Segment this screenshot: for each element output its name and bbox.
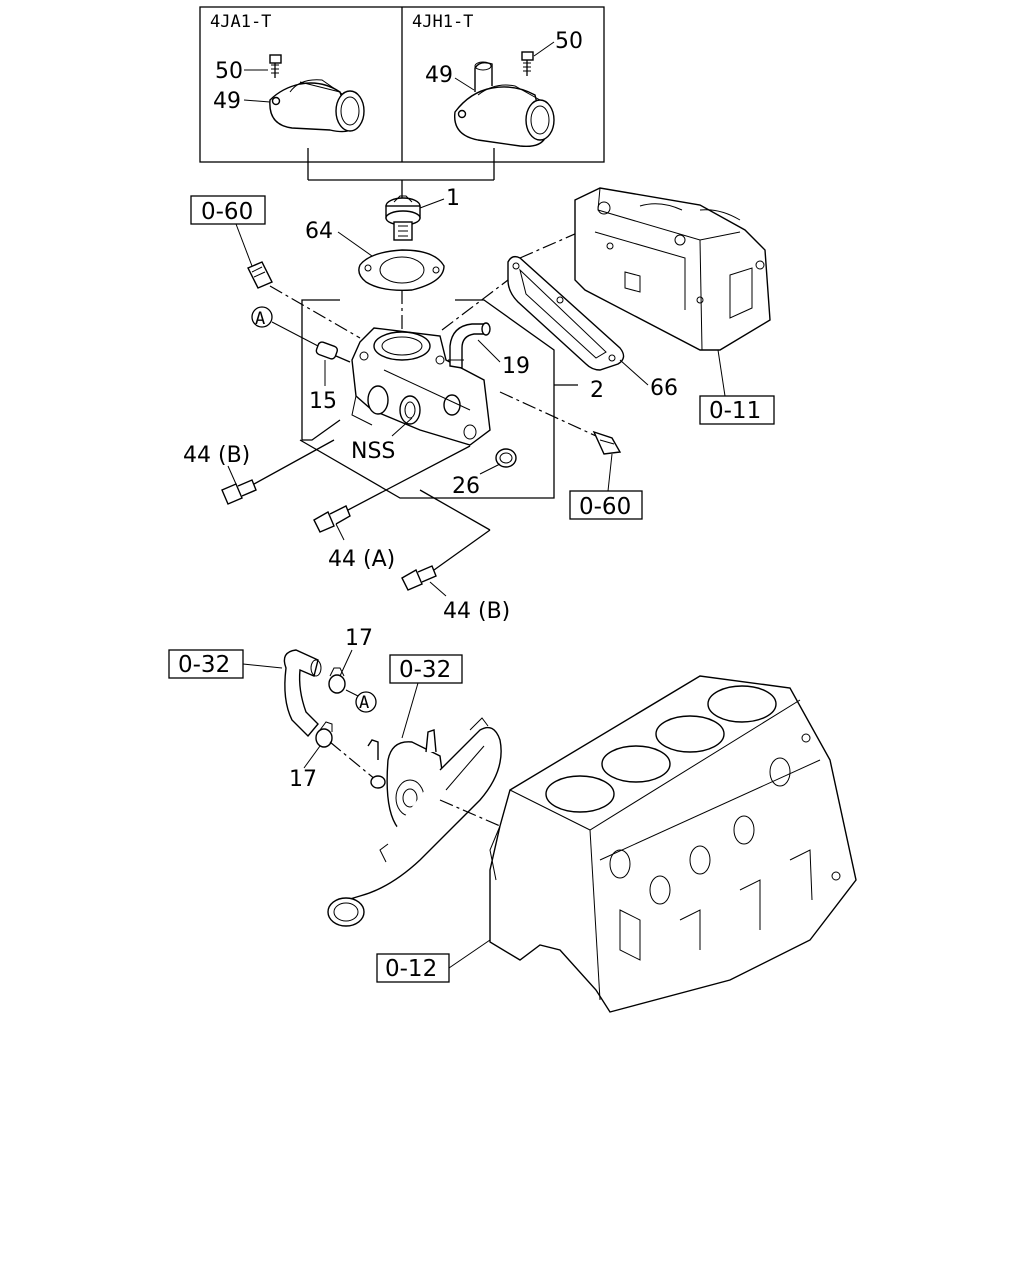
- left-thermostat-housing: [269, 54, 365, 133]
- assembly-bracket-2: [299, 299, 578, 499]
- circle-ref-a-bottom: [355, 691, 377, 713]
- callout-49-right: 49: [425, 63, 453, 88]
- callout-66: 66: [650, 376, 678, 401]
- callout-15: 15: [309, 389, 337, 414]
- cylinder-head: [574, 187, 771, 351]
- callout-50-right: 50: [555, 29, 583, 54]
- ref-032-left: 0-32: [178, 652, 230, 678]
- sensor-15: [315, 341, 351, 363]
- callout-1: 1: [446, 186, 460, 211]
- callout-2: 2: [590, 378, 604, 403]
- bolt-44b-right: [401, 565, 437, 591]
- circle-ref-a-top: [251, 306, 273, 328]
- cylinder-block: [489, 675, 857, 1013]
- ref-032-center: 0-32: [399, 657, 451, 683]
- temperature-sensor-right: [592, 430, 622, 455]
- ref-box-011: [699, 395, 775, 425]
- callout-44b-left: 44 (B): [183, 443, 250, 468]
- callout-44b-right: 44 (B): [443, 599, 510, 624]
- callout-50-left: 50: [215, 59, 243, 84]
- bolt-44a: [313, 505, 351, 533]
- hose-clip-17-bottom: [315, 721, 333, 748]
- thermostat-housing-main: [351, 327, 491, 446]
- gasket-66: [507, 255, 625, 371]
- right-thermostat-housing: [454, 51, 555, 148]
- ref-box-060-right: [569, 490, 643, 520]
- ref-box-060-top: [190, 195, 266, 225]
- circle-a-top-label: A: [255, 309, 265, 329]
- bypass-hose: [283, 649, 322, 738]
- ref-060-top: 0-60: [201, 199, 253, 225]
- callout-49-left: 49: [213, 89, 241, 114]
- ref-012: 0-12: [385, 956, 437, 982]
- ref-box-032-center: [389, 654, 463, 684]
- callout-nss: NSS: [351, 439, 395, 464]
- callout-64: 64: [305, 219, 333, 244]
- callout-19: 19: [502, 354, 530, 379]
- temperature-sensor-top: [247, 261, 273, 289]
- variant-bracket: [307, 148, 495, 198]
- hose-pipe-19: [448, 322, 491, 369]
- ref-060-right: 0-60: [579, 494, 631, 520]
- seal-ring-26: [495, 448, 517, 468]
- callout-17-top: 17: [345, 626, 373, 651]
- circle-a-bottom-label: A: [359, 693, 369, 713]
- bolt-44b-left: [221, 479, 257, 505]
- variant-insets: 4JA1-T 4JH1-T 50 49: [199, 6, 605, 163]
- inset-title-4ja1t: 4JA1-T: [210, 12, 271, 32]
- callout-17-bottom: 17: [289, 767, 317, 792]
- ref-011: 0-11: [709, 398, 761, 424]
- callout-44a: 44 (A): [328, 547, 395, 572]
- callout-26: 26: [452, 474, 480, 499]
- gasket-64: [358, 249, 445, 292]
- water-inlet-pipe: [327, 717, 502, 927]
- hose-clip-17-top: [328, 667, 346, 694]
- thermostat: [385, 195, 421, 241]
- inset-title-4jh1t: 4JH1-T: [412, 12, 473, 32]
